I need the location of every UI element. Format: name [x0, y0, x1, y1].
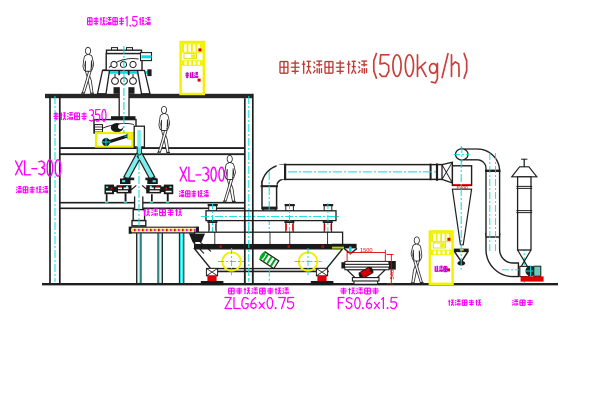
svg-text:1500: 1500 [360, 248, 372, 254]
svg-text:540: 540 [390, 270, 396, 280]
svg-text:P400: P400 [457, 185, 469, 191]
